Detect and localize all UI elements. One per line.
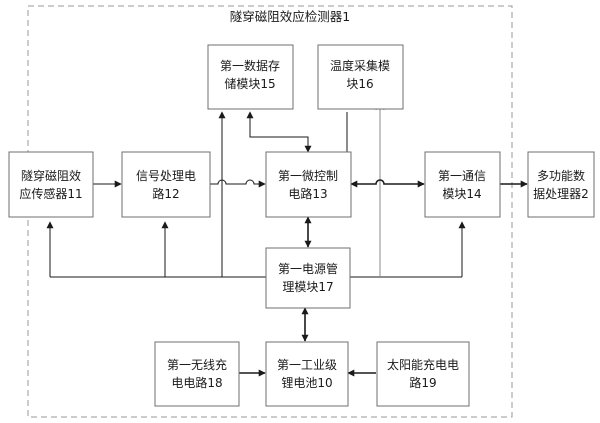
node-power-line-1: 第一电源管 <box>278 261 338 276</box>
node-comm-line-1: 第一通信 <box>438 169 486 183</box>
node-solar-line-1: 太阳能充电电 <box>387 357 459 372</box>
node-battery: 第一工业级 锂电池10 <box>265 341 349 407</box>
node-signal-line-1: 信号处理电 <box>136 169 196 183</box>
node-external: 多功能数 据处理器2 <box>527 151 595 218</box>
node-external-line-2: 据处理器2 <box>533 187 589 201</box>
node-temp-line-1: 温度采集模 <box>330 58 390 73</box>
node-wireless-line-1: 第一无线充 <box>167 357 227 372</box>
node-power-line-2: 理模块17 <box>282 280 333 294</box>
node-comm-line-2: 模块14 <box>442 187 481 201</box>
node-storage-line-1: 第一数据存 <box>220 58 280 73</box>
storage-mcu-link <box>246 111 312 153</box>
node-power: 第一电源管 理模块17 <box>265 247 351 309</box>
node-mcu-line-1: 第一微控制 <box>278 169 338 183</box>
node-battery-line-2: 锂电池10 <box>281 375 332 390</box>
node-comm: 第一通信 模块14 <box>424 151 501 218</box>
node-temp: 温度采集模 块16 <box>317 44 404 110</box>
connectors <box>46 98 528 377</box>
node-storage: 第一数据存 储模块15 <box>207 44 294 110</box>
node-mcu: 第一微控制 电路13 <box>265 151 352 218</box>
node-solar-line-2: 路19 <box>409 375 436 390</box>
node-sensor-line-2: 应传感器11 <box>19 186 82 201</box>
node-wireless: 第一无线充 电电路18 <box>154 341 240 407</box>
node-solar: 太阳能充电电 路19 <box>376 341 470 407</box>
node-mcu-line-2: 电路13 <box>288 186 327 201</box>
node-external-line-1: 多功能数 <box>537 168 585 183</box>
node-temp-line-2: 块16 <box>346 77 373 91</box>
signal-to-mcu-arrow <box>210 179 266 188</box>
node-sensor: 隧穿磁阻效 应传感器11 <box>8 151 94 218</box>
mcu-comm-link <box>350 179 425 188</box>
node-sensor-line-1: 隧穿磁阻效 <box>21 168 81 183</box>
container-label: 隧穿磁阻效应检测器1 <box>230 9 350 24</box>
node-signal-line-2: 路12 <box>152 186 179 201</box>
node-battery-line-1: 第一工业级 <box>277 358 337 372</box>
node-signal: 信号处理电 路12 <box>121 151 211 218</box>
node-wireless-line-2: 电电路18 <box>171 375 222 390</box>
node-storage-line-2: 储模块15 <box>224 76 275 91</box>
